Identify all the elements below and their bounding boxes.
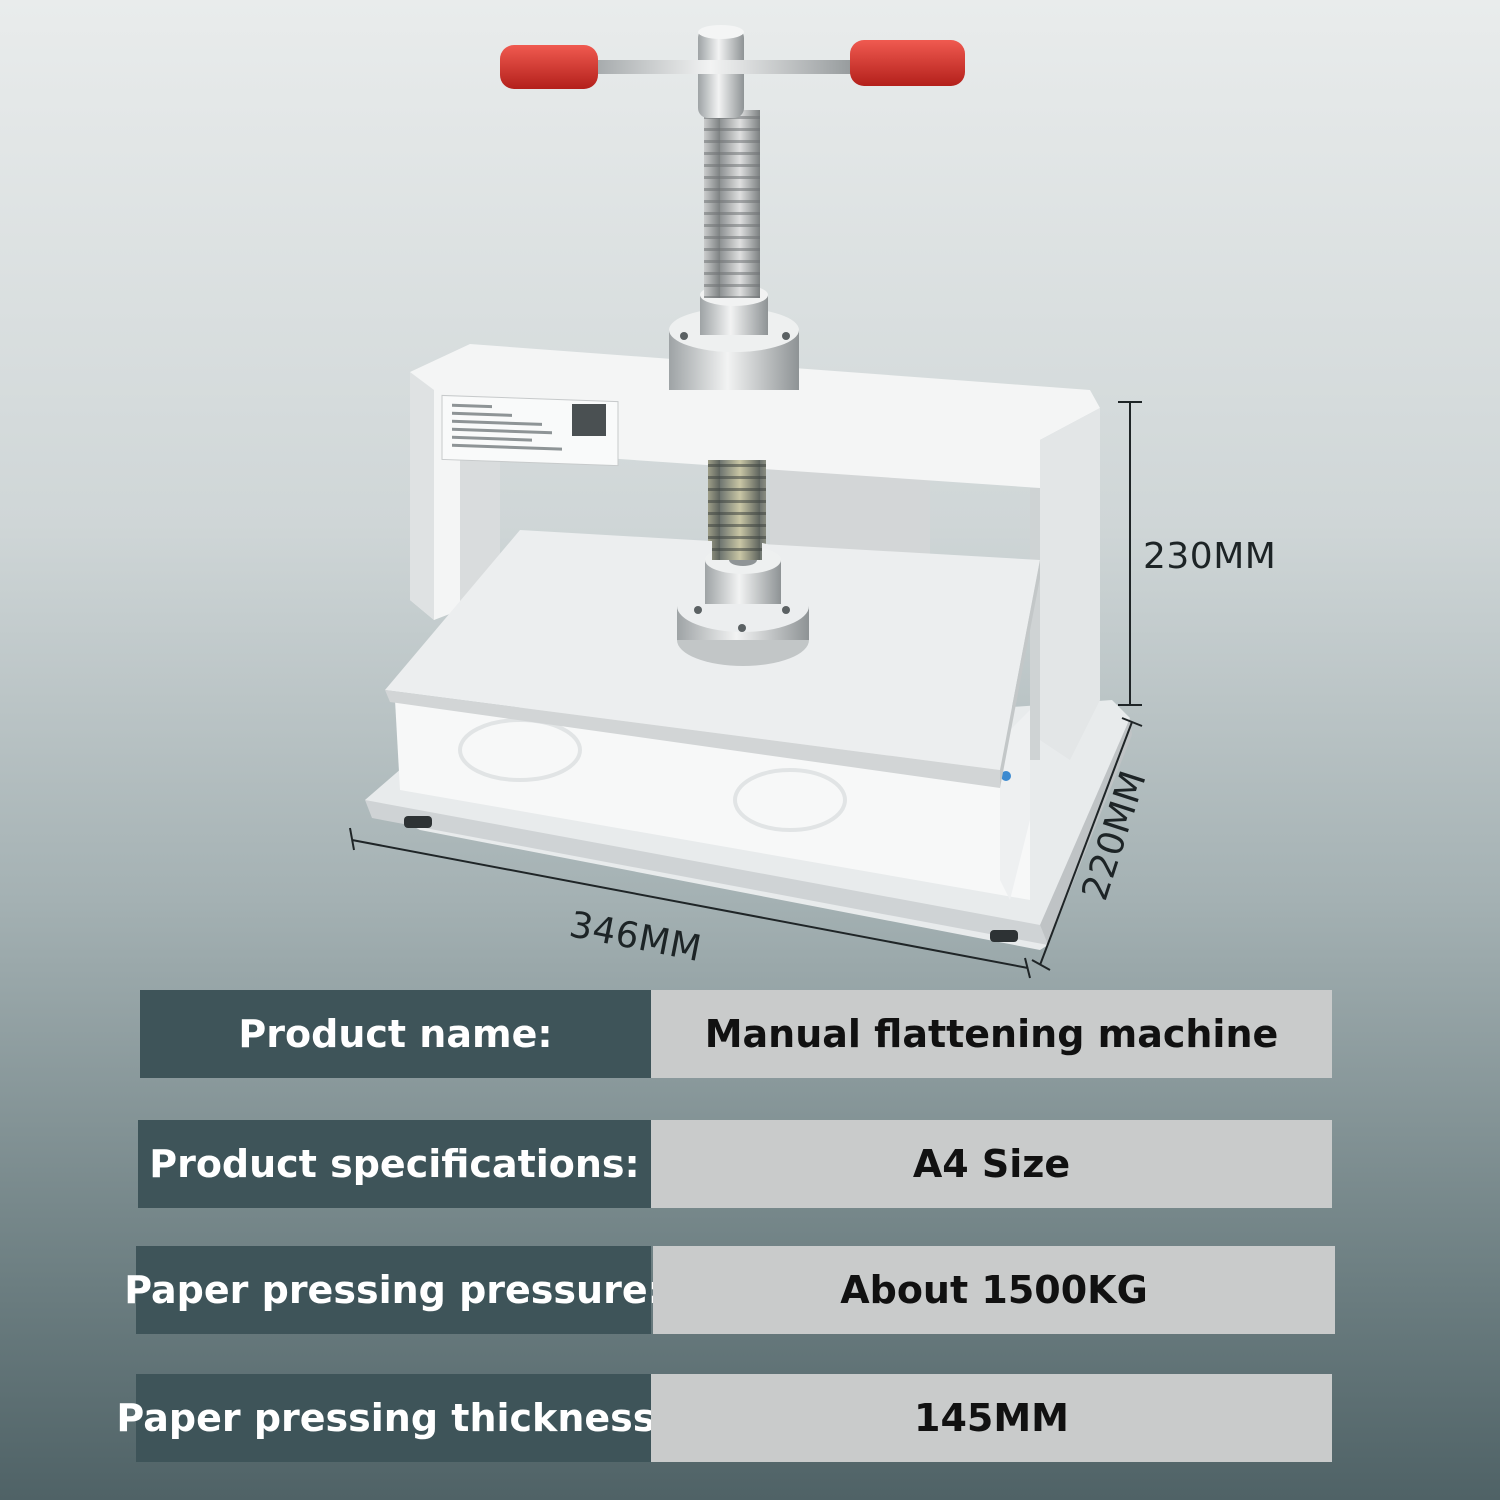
left-handle-grip <box>500 45 598 89</box>
top-nut <box>669 284 799 390</box>
pressure-flange-front <box>677 460 809 666</box>
spec-label: Paper pressing thickness: <box>116 1374 671 1462</box>
spec-row-pressing-pressure: Paper pressing pressure: About 1500KG <box>124 1246 1335 1334</box>
spec-value: 145MM <box>651 1374 1332 1462</box>
spec-row-product-specifications: Product specifications: A4 Size <box>138 1120 1332 1208</box>
spec-label: Paper pressing pressure: <box>124 1246 663 1334</box>
spec-label: Product specifications: <box>138 1120 651 1208</box>
spec-row-product-name: Product name: Manual flattening machine <box>140 990 1332 1078</box>
upper-screw <box>704 110 760 298</box>
height-dimension-label: 230MM <box>1143 536 1277 577</box>
spec-value: Manual flattening machine <box>651 990 1332 1078</box>
spec-row-pressing-thickness: Paper pressing thickness: 145MM <box>116 1374 1332 1462</box>
dimension-lines <box>349 401 1143 979</box>
spec-value: About 1500KG <box>653 1246 1335 1334</box>
qr-code-icon <box>572 404 606 436</box>
spec-label: Product name: <box>140 990 651 1078</box>
press-machine-illustration <box>349 25 1143 979</box>
press-frame <box>410 344 1100 760</box>
spec-value: A4 Size <box>651 1120 1332 1208</box>
right-handle-grip <box>850 40 965 86</box>
t-handle <box>500 40 965 89</box>
